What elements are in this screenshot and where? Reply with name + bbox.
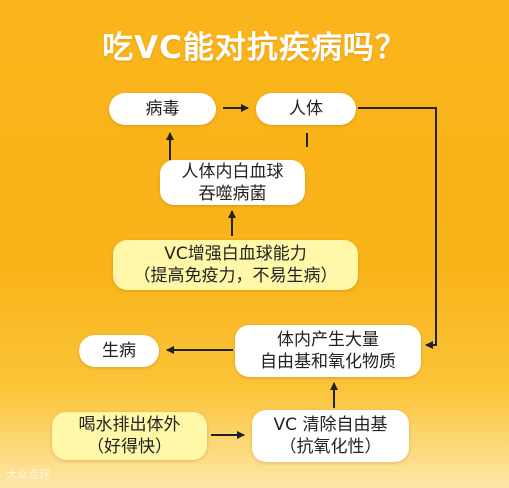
node-sick-label: 生病 (102, 341, 136, 361)
node-virus-label: 病毒 (145, 99, 180, 119)
node-vc-clear-line-2: （抗氧化性） (279, 437, 382, 457)
diagram-title: 吃VC能对抗疾病吗？ (102, 30, 407, 66)
watermark: 大众点评 (6, 468, 50, 481)
node-vc-boost-line-1: VC增强白血球能力 (164, 244, 307, 264)
node-wbc-line-2: 吞噬病菌 (198, 183, 267, 204)
node-sick: 生病 (79, 335, 159, 367)
node-vc-boost: VC增强白血球能力 （提高免疫力，不易生病） (113, 240, 358, 290)
node-free-radicals-line-1: 体内产生大量 (277, 330, 379, 350)
node-drink-line-2: （好得快） (87, 437, 172, 457)
node-drink-line-1: 喝水排出体外 (78, 415, 181, 435)
node-wbc-line-1: 人体内白血球 (181, 161, 284, 182)
arrow-body-to-radical (358, 107, 437, 349)
node-white-blood-cells: 人体内白血球 吞噬病菌 (160, 160, 305, 205)
node-drink-water: 喝水排出体外 （好得快） (52, 412, 207, 460)
node-body: 人体 (256, 93, 356, 125)
node-body-label: 人体 (289, 99, 323, 119)
node-free-radicals: 体内产生大量 自由基和氧化物质 (235, 325, 421, 377)
node-vc-clear: VC 清除自由基 （抗氧化性） (252, 410, 409, 462)
node-vc-clear-line-1: VC 清除自由基 (273, 415, 388, 435)
node-free-radicals-line-2: 自由基和氧化物质 (260, 352, 396, 372)
node-vc-boost-line-2: （提高免疫力，不易生病） (133, 266, 338, 286)
node-virus: 病毒 (109, 93, 216, 125)
